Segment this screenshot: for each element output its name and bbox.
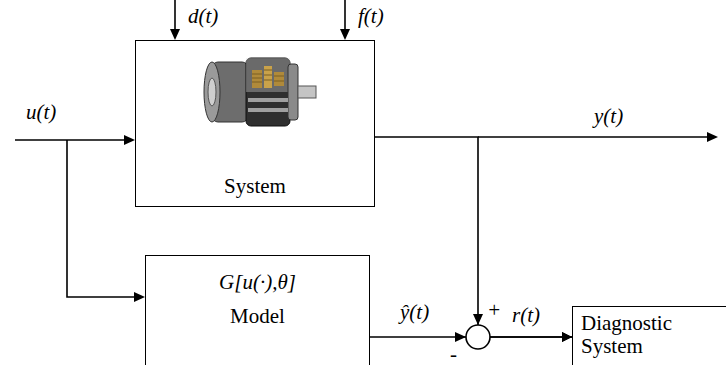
branch-line <box>67 140 137 297</box>
arrow-head <box>124 135 135 145</box>
signal-label: y(t) <box>594 104 623 128</box>
fault-line <box>344 0 346 32</box>
arrow-head <box>134 292 145 302</box>
signal-label: u(t) <box>26 100 56 124</box>
box-title: System <box>224 174 286 198</box>
gear-motor-illustration <box>204 58 316 126</box>
box-title: Diagnostic System <box>581 312 677 358</box>
arrow-head <box>340 29 350 40</box>
signal-label: r(t) <box>512 303 540 327</box>
signal-label: - <box>450 342 457 365</box>
arrow-head <box>170 29 180 40</box>
input-line <box>15 139 127 141</box>
diagnostic-box: Diagnostic System <box>572 306 726 365</box>
signal-label: f(t) <box>358 4 384 28</box>
model-box: G[u(·),θ] Model <box>145 255 370 365</box>
signal-connector <box>370 336 572 338</box>
box-title: Model <box>230 304 285 328</box>
output-line <box>478 136 708 138</box>
signal-label: ŷ(t) <box>400 300 429 324</box>
system-box: System <box>135 40 375 207</box>
disturbance-line <box>174 0 176 32</box>
arrow-head <box>707 132 718 142</box>
model-function: G[u(·),θ] <box>219 270 296 294</box>
signal-connector <box>375 137 572 337</box>
signal-label: + <box>487 298 501 322</box>
signal-label: d(t) <box>188 4 218 28</box>
summing-junction <box>466 325 490 349</box>
